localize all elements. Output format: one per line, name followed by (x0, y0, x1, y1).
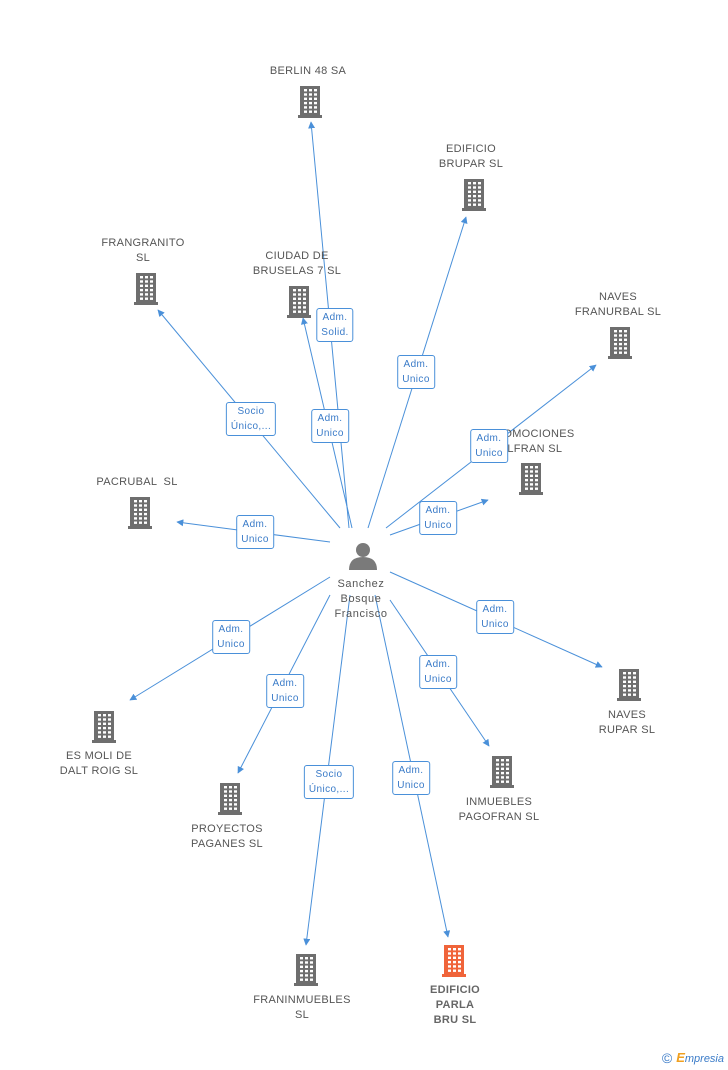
building-icon[interactable] (617, 669, 641, 701)
relation-label-berlin[interactable]: Adm. Solid. (316, 308, 354, 342)
building-icon[interactable] (218, 783, 242, 815)
building-icon[interactable] (490, 756, 514, 788)
company-label-naves-franurbal[interactable]: NAVES FRANURBAL SL (574, 291, 662, 318)
building-icon[interactable] (298, 86, 322, 118)
company-label-promociones-alfran[interactable]: PROMOCIONES ALFRAN SL (487, 428, 575, 455)
company-label-frangranito[interactable]: FRANGRANITO SL (101, 237, 185, 264)
building-icon[interactable] (519, 463, 543, 495)
company-label-inmuebles-pagofran[interactable]: INMUEBLES PAGOFRAN SL (458, 796, 540, 823)
building-icon[interactable] (287, 286, 311, 318)
company-label-edificio-parla[interactable]: EDIFICIO PARLA BRU SL (429, 984, 481, 1026)
relation-label-naves-franurbal[interactable]: Adm. Unico (470, 429, 508, 463)
building-icon[interactable] (92, 711, 116, 743)
person-name[interactable]: Sanchez Bosque Francisco (334, 578, 388, 620)
relation-label-es-moli[interactable]: Adm. Unico (212, 620, 250, 654)
building-icon[interactable] (294, 954, 318, 986)
relation-label-promociones-alfran[interactable]: Adm. Unico (419, 501, 457, 535)
relation-label-proyectos-paganes[interactable]: Adm. Unico (266, 674, 304, 708)
company-label-franinmuebles[interactable]: FRANINMUEBLES SL (253, 994, 351, 1021)
company-label-pacrubal[interactable]: PACRUBAL SL (96, 476, 178, 488)
footer-brand[interactable]: ©Empresia (662, 1050, 724, 1066)
company-label-es-moli[interactable]: ES MOLI DE DALT ROIG SL (59, 750, 139, 777)
relation-label-edificio-parla[interactable]: Adm. Unico (392, 761, 430, 795)
relation-label-pacrubal[interactable]: Adm. Unico (236, 515, 274, 549)
company-label-ciudad-bruselas[interactable]: CIUDAD DE BRUSELAS 7 SL (252, 250, 342, 277)
person-icon[interactable] (349, 543, 377, 570)
building-icon[interactable] (134, 273, 158, 305)
relation-label-franinmuebles[interactable]: Socio Único,... (303, 765, 355, 799)
relation-label-inmuebles-pagofran[interactable]: Adm. Unico (419, 655, 457, 689)
building-icon[interactable] (442, 945, 466, 977)
building-icon[interactable] (128, 497, 152, 529)
copyright-icon: © (661, 1050, 673, 1066)
company-label-edificio-brupar[interactable]: EDIFICIO BRUPAR SL (438, 143, 504, 170)
company-label-naves-rupar[interactable]: NAVES RUPAR SL (598, 709, 656, 736)
brand-name: mpresia (684, 1053, 724, 1065)
relation-label-frangranito[interactable]: Socio Único,... (225, 402, 277, 436)
building-icon[interactable] (462, 179, 486, 211)
relation-label-ciudad-bruselas[interactable]: Adm. Unico (311, 409, 349, 443)
relation-label-edificio-brupar[interactable]: Adm. Unico (397, 355, 435, 389)
relation-label-naves-rupar[interactable]: Adm. Unico (476, 600, 514, 634)
brand-initial: E (676, 1050, 685, 1065)
building-icon[interactable] (608, 327, 632, 359)
company-label-berlin[interactable]: BERLIN 48 SA (269, 65, 347, 77)
company-label-proyectos-paganes[interactable]: PROYECTOS PAGANES SL (191, 823, 263, 850)
